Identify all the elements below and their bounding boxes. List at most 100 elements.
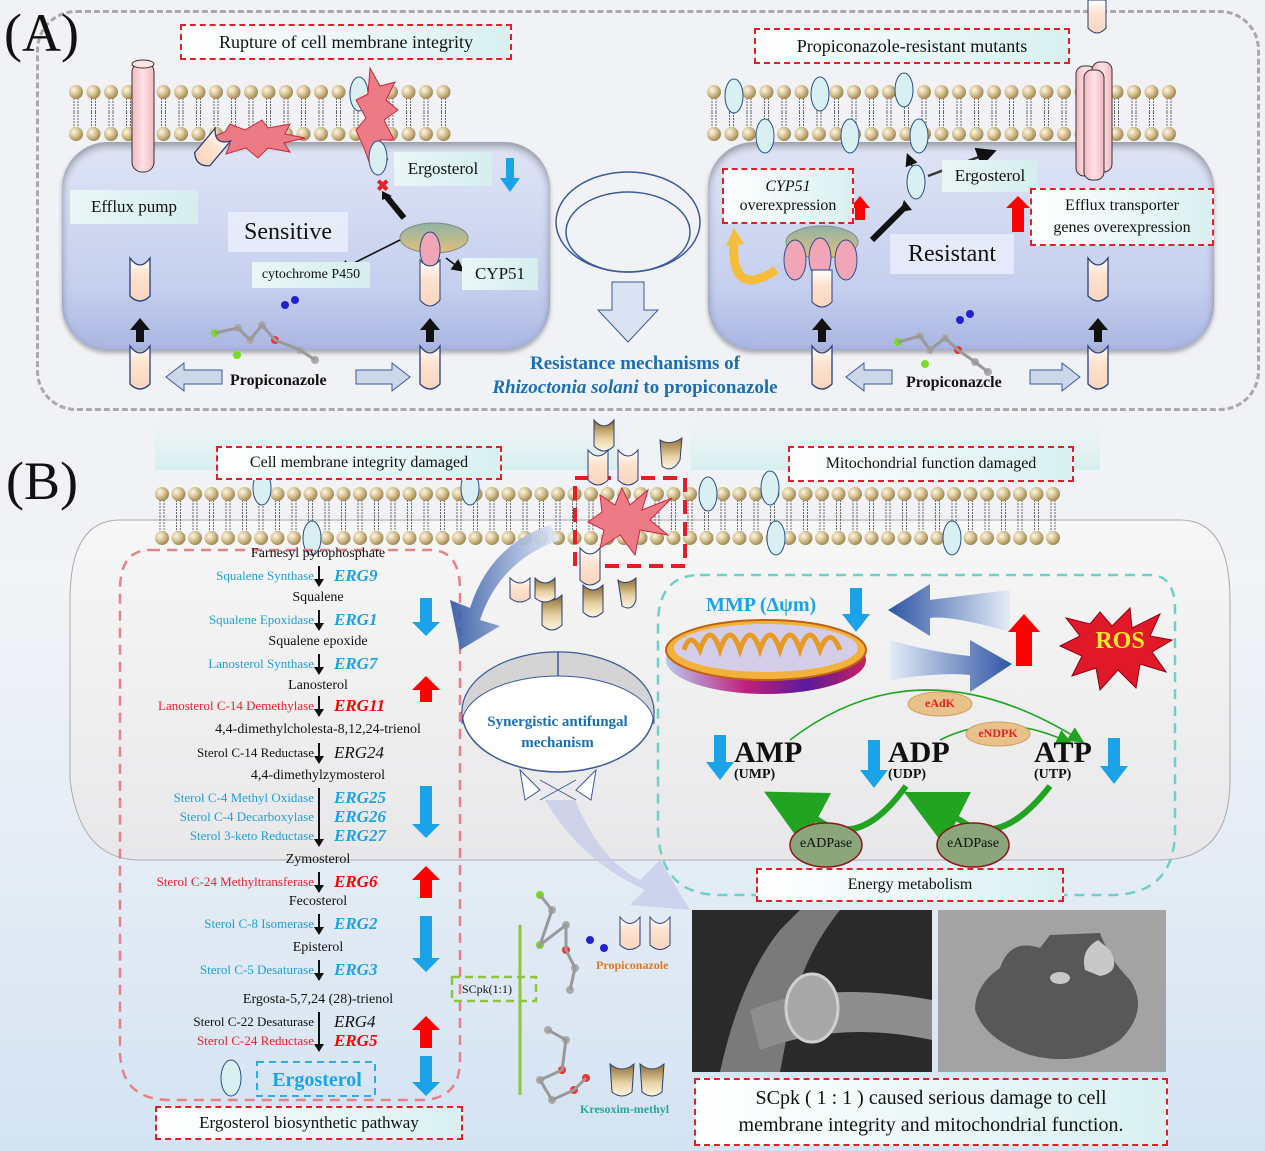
rupture-label: Rupture of cell membrane integrity [180,24,512,60]
lipid-head [987,127,1001,141]
eadpase-label-2: eADPase [946,836,1000,851]
pathway-step-arrow [314,566,324,587]
lipid-head [952,127,966,141]
lipid-head [650,487,664,501]
lipid-head [1162,127,1176,141]
enzyme-label: Sterol C-22 Desaturase [193,1014,314,1029]
lipid-head [69,85,83,99]
lipid-head [699,531,714,545]
enzyme-label: Squalene Synthase [216,568,314,583]
mmp-label: MMP (Δψm) [706,594,817,616]
drug-tubes-resistant [811,255,1109,390]
ergosterol-molecule [302,520,322,556]
lipid-head [353,531,367,545]
lipid-head [401,127,416,141]
propiconazole-label-sensitive: Propiconazole [230,372,327,389]
lipid-head [534,487,549,501]
lipid-head [996,487,1011,501]
ergosterol-molecule-icon [220,1059,242,1097]
eadk-enzyme [907,691,973,717]
lipid-head [666,531,681,545]
lipid-head [742,127,756,141]
mixture-box [450,975,538,1003]
lipid-head [650,531,664,545]
enzyme-label: Sterol C-5 Desaturase [199,962,314,977]
block-x-icon: ✖ [376,178,389,195]
lipid-head [188,531,202,545]
lipid-head [897,487,912,501]
lipid-head [452,531,466,545]
lipid-head [1144,85,1159,99]
enzyme-label: Sterol C-8 Isomerase [204,916,314,931]
pathway-intermediate: Episterol [292,940,344,955]
lipid-head [848,487,862,501]
lipid-head [401,85,416,99]
gene-label: ERG24 [334,743,385,762]
lipid-head [221,531,235,545]
lipid-head [1046,531,1060,545]
gene-label: ERG4 [334,1012,376,1031]
lipid-head [584,531,598,545]
panel-a-frame [36,10,1260,411]
lipid-head [987,85,1001,99]
damage-star-b [587,486,673,557]
eadk-label: eAdK [925,696,955,710]
pathway-title: Ergosterol biosynthetic pathway [155,1106,463,1140]
lipid-head [287,487,301,501]
lipid-head [287,531,301,545]
conclusion-box: SCpk ( 1 : 1 ) caused serious damage to … [694,1078,1168,1146]
propiconazole-label-resistant: Propiconazcle [906,374,1002,391]
lipid-head [221,487,235,501]
efflux-pump-sensitive [131,59,155,173]
lipid-head [732,531,747,545]
amp-node: AMP(UMP) [734,738,802,782]
cycle-arrow-a [555,171,701,343]
lipid-head [1004,127,1019,141]
ump-label: (UMP) [734,767,776,782]
mitochondrion [665,619,867,694]
down-arrow-icon [412,916,440,972]
lipid-head [794,127,809,141]
lipid-head [402,531,417,545]
lipid-head [777,127,791,141]
lipid-head [666,487,681,501]
enzyme-label: Sterol C-14 Reductase [197,745,314,760]
efflux-line-1: Efflux transporter [1065,197,1179,215]
lipid-head [996,531,1011,545]
lipid-head [1022,85,1036,99]
lipid-head [798,531,813,545]
efflux-overexpression-box: Efflux transporter genes overexpression [1030,188,1214,246]
mito-damaged-label: Mitochondrial function damaged [788,446,1074,482]
lipid-head [435,487,450,501]
lipid-head [237,531,252,545]
synergy-title: Synergistic antifungal mechanism [455,712,660,754]
propiconazole-molecule-resistant [894,310,992,376]
drug-tubes-sensitive [129,255,441,390]
enzyme-label: Sterol C-24 Reductase [197,1033,314,1048]
lipid-head [331,127,346,141]
lipid-head [314,85,328,99]
ergosterol-molecule [766,520,786,556]
down-arrow-icon [412,598,440,636]
lipid-head [209,85,223,99]
lipid-head [1109,127,1124,141]
lipid-head [815,487,829,501]
lipid-head [782,487,796,501]
pathway-intermediate: Farnesyl pyrophosphate [250,546,386,561]
lipid-head [1029,487,1044,501]
up-arrow-efflux [1006,196,1030,232]
cyp51-overexpression-box: CYP51 overexpression [722,168,854,224]
lipid-head [1127,85,1141,99]
lipid-head [303,487,318,501]
lipid-head [188,487,202,501]
lipid-head [69,127,83,141]
enzyme-label: Sterol C-4 Methyl Oxidase [173,790,314,805]
lipid-head [279,85,293,99]
lipid-head [386,487,400,501]
lipid-head [104,127,118,141]
lipid-head [963,487,978,501]
lipid-head [320,531,334,545]
lipid-head [914,531,928,545]
ros-up-arrow [1008,614,1040,666]
species-name: Rhizoctonia solani [492,376,639,398]
